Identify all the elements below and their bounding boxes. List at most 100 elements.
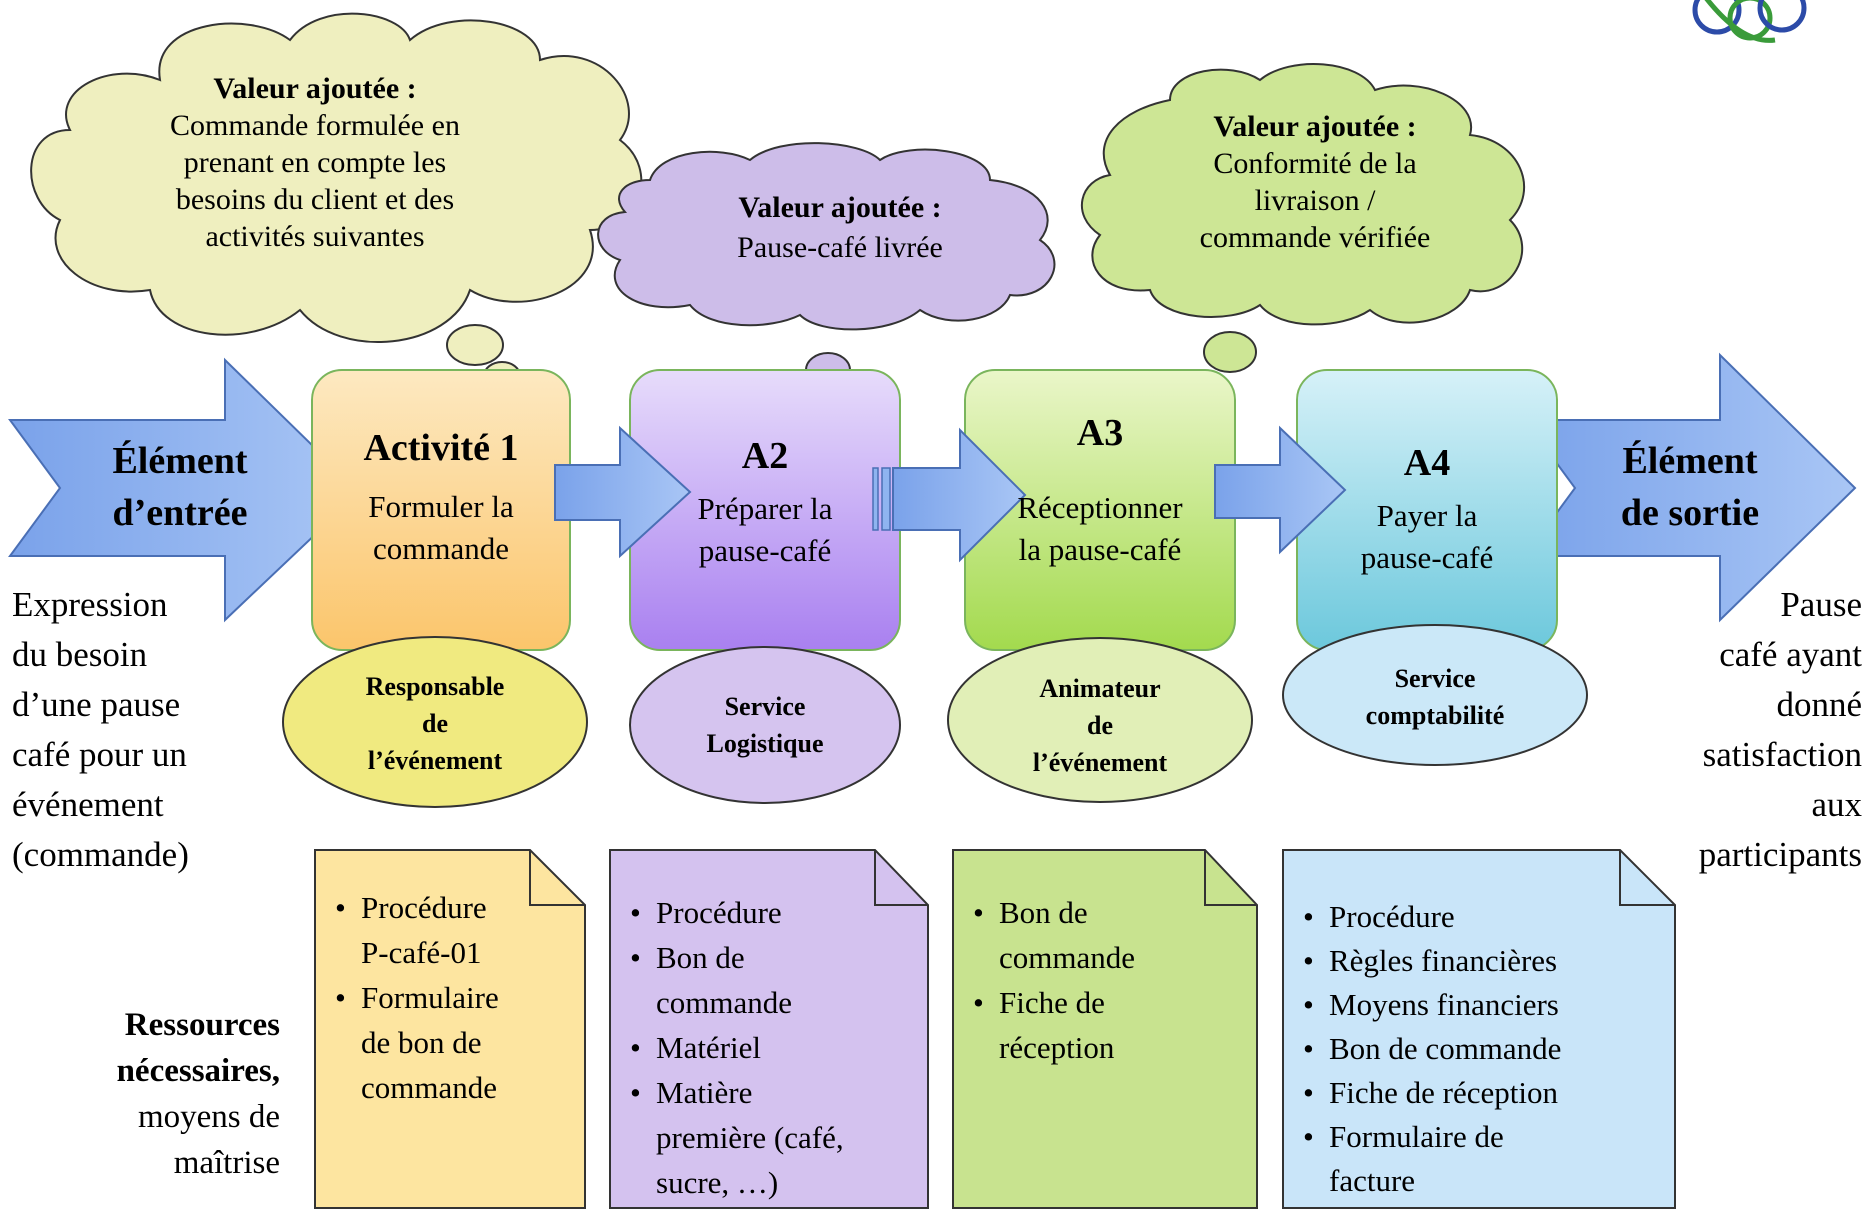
activity-title: A2 — [741, 435, 789, 477]
resource-list-2: Procédure Bon de commande Matériel Matièr… — [610, 890, 920, 1205]
cloud-1-text: Valeur ajoutée : Commande formulée en pr… — [100, 70, 530, 255]
resources-label: Ressources nécessaires, moyens de maîtri… — [40, 1002, 280, 1186]
resources-label-bold: nécessaires, — [116, 1053, 280, 1089]
activity-title: A4 — [1403, 442, 1451, 484]
resources-label-line: moyens de — [137, 1099, 280, 1135]
cloud-title: Valeur ajoutée : — [213, 72, 417, 105]
cloud-2-text: Valeur ajoutée : Pause-café livrée — [660, 188, 1020, 268]
activity-line: Préparer la — [697, 491, 833, 526]
actor-line: l’événement — [1032, 748, 1168, 777]
resource-item: Fiche de réception — [973, 980, 1248, 1070]
resource-item: Procédure — [1303, 895, 1668, 939]
actor-ellipse-4 — [1282, 624, 1588, 766]
actor-line: de — [422, 709, 448, 738]
actor-line: de — [1087, 711, 1113, 740]
connector-arrow-3 — [1214, 425, 1347, 555]
resource-text: Bon de — [999, 895, 1088, 930]
input-desc-line: café pour un — [12, 735, 187, 774]
activity-2-text: A2 Préparer la pause-café — [630, 428, 900, 572]
resource-item: Moyens financiers — [1303, 983, 1668, 1027]
activity-line: pause-café — [1360, 540, 1494, 575]
activity-4-text: A4 Payer la pause-café — [1297, 435, 1557, 579]
cloud-shape — [1081, 63, 1526, 326]
actor-line: Responsable — [365, 672, 505, 701]
cloud-shape — [597, 142, 1056, 331]
resource-text: première (café, — [656, 1120, 844, 1155]
resource-text: commande — [656, 985, 793, 1020]
resource-text: réception — [999, 1030, 1115, 1065]
actor-1-text: Responsable de l’événement — [290, 668, 580, 779]
actor-line: Logistique — [706, 729, 824, 758]
output-desc-line: aux — [1811, 785, 1862, 824]
activity-title: A3 — [1076, 412, 1124, 454]
input-label-line: Élément — [112, 440, 248, 482]
resource-text: Bon de — [656, 940, 745, 975]
resource-item: Matériel — [630, 1025, 920, 1070]
thought-bubble — [1203, 331, 1257, 373]
actor-line: Service — [1394, 664, 1476, 693]
resources-label-bold: Ressources — [124, 1007, 280, 1043]
connector-arrow-2 — [872, 427, 1027, 563]
resource-text: P-café-01 — [361, 935, 482, 970]
logo-icon — [1692, 0, 1807, 43]
actor-ellipse-1 — [282, 636, 588, 808]
actor-3-text: Animateur de l’événement — [955, 670, 1245, 781]
resource-text: Fiche de réception — [1329, 1075, 1558, 1110]
resource-text: Fiche de — [999, 985, 1105, 1020]
resource-text: Procédure — [656, 895, 782, 930]
activity-3-text: A3 Réceptionner la pause-café — [965, 405, 1235, 571]
cloud-line: activités suivantes — [205, 220, 425, 253]
activity-line: Payer la — [1376, 498, 1478, 533]
cloud-line: Commande formulée en — [170, 109, 460, 142]
resource-text: Formulaire de — [1329, 1119, 1504, 1154]
input-desc-line: événement — [12, 785, 164, 824]
resource-text: Bon de commande — [1329, 1031, 1562, 1066]
cloud-line: commande vérifiée — [1199, 221, 1431, 254]
actor-4-text: Service comptabilité — [1290, 660, 1580, 734]
output-desc-line: donné — [1776, 685, 1862, 724]
resource-text: facture — [1329, 1163, 1416, 1198]
actor-line: comptabilité — [1365, 701, 1505, 730]
resource-item: Règles financières — [1303, 939, 1668, 983]
resource-text: Matériel — [656, 1030, 762, 1065]
resource-text: commande — [999, 940, 1136, 975]
resources-label-line: maîtrise — [173, 1145, 280, 1181]
resource-text: Matière — [656, 1075, 753, 1110]
resource-item: Procédure — [630, 890, 920, 935]
activity-line: Formuler la — [368, 489, 514, 524]
activity-line: commande — [372, 531, 509, 566]
cloud-line: prenant en compte les — [183, 146, 447, 179]
activity-line: la pause-café — [1018, 532, 1182, 567]
input-description: Expression du besoin d’une pause café po… — [12, 580, 232, 880]
resource-text: Moyens financiers — [1329, 987, 1559, 1022]
actor-2-text: Service Logistique — [630, 688, 900, 762]
cloud-shape — [30, 12, 643, 344]
resource-item: Formulaire de facture — [1303, 1115, 1668, 1203]
actor-line: Animateur — [1039, 674, 1161, 703]
activity-1-text: Activité 1 Formuler la commande — [312, 420, 570, 570]
actor-ellipse-3 — [947, 637, 1253, 803]
resource-list-4: Procédure Règles financières Moyens fina… — [1283, 895, 1668, 1203]
cloud-line: Conformité de la — [1213, 147, 1417, 180]
cloud-line: livraison / — [1254, 184, 1376, 217]
output-label-line: Élément — [1622, 440, 1758, 482]
resource-text: de bon de — [361, 1025, 482, 1060]
resource-item: Bon de commande — [973, 890, 1248, 980]
output-desc-line: satisfaction — [1702, 735, 1862, 774]
thought-bubble — [446, 324, 504, 366]
resource-text: commande — [361, 1070, 498, 1105]
input-desc-line: Expression — [12, 585, 168, 624]
output-description: Pause café ayant donné satisfaction aux … — [1620, 580, 1862, 880]
input-label-line: d’entrée — [112, 492, 248, 534]
input-arrow — [8, 357, 362, 623]
resource-item: Fiche de réception — [1303, 1071, 1668, 1115]
output-label-line: de sortie — [1620, 492, 1760, 534]
connector-arrow-1 — [554, 425, 692, 559]
resource-item: Bon de commande — [630, 935, 920, 1025]
activity-line: Réceptionner — [1017, 490, 1183, 525]
input-desc-line: du besoin — [12, 635, 148, 674]
activity-line: pause-café — [698, 533, 832, 568]
